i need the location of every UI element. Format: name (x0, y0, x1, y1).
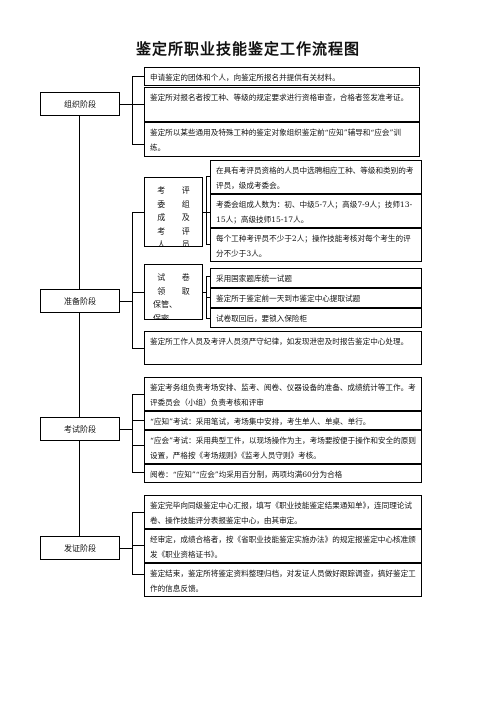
connector (206, 212, 210, 213)
connector (120, 429, 132, 430)
certificate-step-1: 鉴定完毕向同级鉴定中心汇报，填写《职业技能鉴定结果通知单》，连同理论试卷、操作技… (144, 495, 422, 529)
page-title: 鉴定所职业技能鉴定工作流程图 (135, 40, 360, 58)
connector (206, 276, 210, 277)
connector (206, 297, 210, 298)
connector (206, 176, 210, 177)
connector (132, 104, 144, 105)
exam-step-2: “应知”考试：采用笔试，考场集中安排，考生单人、单桌、单行。 (144, 411, 422, 430)
connector (132, 76, 144, 77)
connector (132, 348, 144, 349)
connector (132, 394, 133, 472)
connector (203, 292, 206, 293)
connector (132, 144, 144, 145)
connector (132, 472, 144, 473)
organize-step-3: 鉴定所以某些通用及特殊工种的鉴定对象组织鉴定前“应知”辅导和“应会”训练。 (144, 122, 420, 157)
exam-step-4: 阅卷：“应知”“应会”均采用百分制，两项均满60分为合格 (144, 464, 422, 483)
certificate-step-3: 鉴定结束，鉴定所将鉴定资料整理归档，对发证人员做好跟踪调查，搞好鉴定工作的信息反… (144, 563, 422, 597)
connector (206, 244, 210, 245)
papers-item-3: 试卷取回后，要锁入保险柜 (210, 308, 422, 328)
organize-step-1: 申请鉴定的团体和个人，向鉴定所报名并提供有关材料。 (144, 67, 420, 86)
exam-step-3: “应会”考试：采用典型工件，以现场操作为主，考场要按便于操作和安全的原则设置，严… (144, 430, 422, 464)
connector (132, 212, 144, 213)
exam-step-1: 鉴定考务组负责考场安排、监考、阅卷、仪器设备的准备、成绩统计等工作。考评委员会（… (144, 377, 422, 411)
stage-prepare: 准备阶段 (40, 289, 120, 313)
committee-item-3: 每个工种考评员不少于2人；操作技能考核对每个考生的评分不少于3人。 (210, 228, 422, 262)
committee-item-2: 考委会组成人数为：初、中级5-7人；高级7-9人；技师13-15人；高级技师15… (210, 194, 422, 228)
stage-label: 发证阶段 (64, 543, 96, 553)
organize-step-2: 鉴定所对报名者按工种、等级的规定要求进行资格审查，合格者签发准考证。 (144, 87, 420, 122)
connector (206, 318, 210, 319)
stage-label: 组织阶段 (64, 99, 96, 109)
connector (132, 512, 133, 574)
papers-label: 试卷 领取 保管、 保密 (144, 264, 203, 320)
connector (120, 104, 132, 105)
stage-organize: 组织阶段 (40, 92, 120, 116)
main-connector (79, 116, 80, 548)
papers-item-1: 采用国家题库统一试题 (210, 268, 422, 288)
stage-label: 考试阶段 (64, 424, 96, 434)
connector (203, 212, 206, 213)
connector (132, 76, 133, 144)
committee-item-1: 在具有考评员资格的人员中选聘相应工种、等级和类别的考评员，级成考委会。 (210, 160, 422, 194)
connector (132, 574, 144, 575)
connector (120, 301, 132, 302)
connector (206, 176, 207, 244)
committee-label: 考评 委组 成及 考评 人员 (144, 177, 203, 247)
stage-label: 准备阶段 (64, 296, 96, 306)
connector (132, 545, 144, 546)
papers-item-2: 鉴定所于鉴定前一天到市鉴定中心提取试题 (210, 288, 422, 308)
stage-certificate: 发证阶段 (40, 536, 120, 560)
connector (132, 420, 144, 421)
connector (132, 292, 144, 293)
connector (132, 212, 133, 348)
stage-exam: 考试阶段 (40, 417, 120, 441)
connector (132, 512, 144, 513)
connector (132, 394, 144, 395)
connector (120, 548, 132, 549)
prepare-note: 鉴定所工作人员及考评人员须严守纪律，如发现泄密及时报告鉴定中心处理。 (144, 331, 422, 365)
connector (132, 445, 144, 446)
certificate-step-2: 经审定，成绩合格者，按《省职业技能鉴定实施办法》的规定报鉴定中心核准颁发《职业资… (144, 529, 422, 563)
